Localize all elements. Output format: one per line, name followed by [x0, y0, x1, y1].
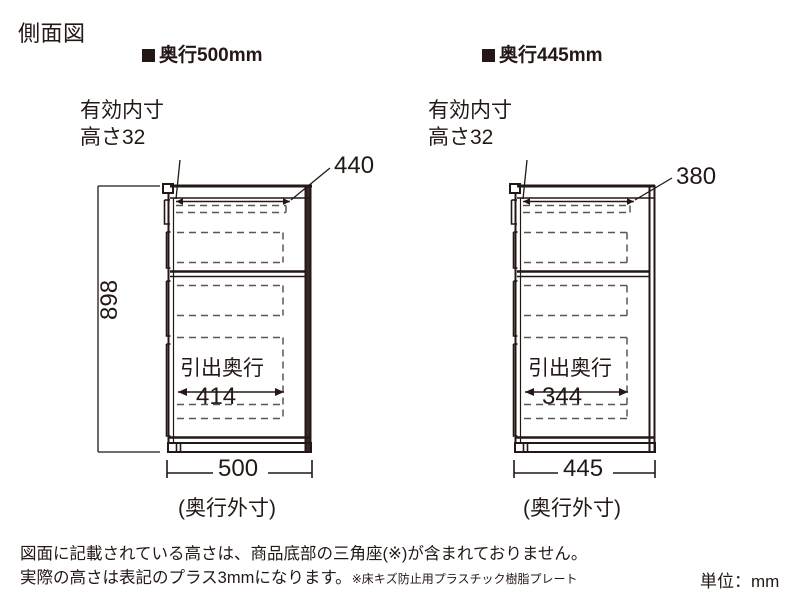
left-inner-label-line2: 高さ32 [80, 126, 146, 149]
right-drawer-depth-value: 344 [542, 383, 583, 410]
left-height-dimension [97, 185, 160, 453]
right-cabinet-hidden-drawers [523, 204, 631, 420]
bullet-square-icon [142, 49, 155, 62]
left-drawer-depth-arrow [178, 388, 284, 396]
right-h32-leader [522, 159, 528, 200]
right-inner-label-line2: 高さ32 [428, 126, 494, 149]
unit-label: 単位：mm [700, 572, 780, 591]
right-top-depth-arrow [523, 198, 634, 205]
right-cabinet-drawer-fronts [510, 199, 518, 437]
right-inner-dimension-label: 有効内寸 高さ32 [428, 97, 512, 151]
left-cabinet-drawer-fronts [163, 199, 171, 437]
left-outer-depth-value: 500 [218, 455, 259, 482]
right-top-inner-depth-label: 380 [676, 163, 717, 190]
note-line-2: 実際の高さは表記のプラス3mmになります。※床キズ防止用プラスチック樹脂プレート [20, 566, 578, 591]
right-outer-depth-caption: (奥行外寸) [523, 497, 621, 520]
left-heading-text: 奥行500mm [159, 45, 263, 66]
left-cabinet-hidden-drawers [176, 204, 287, 420]
left-drawer-depth-value: 414 [196, 383, 237, 410]
note-line-1: 図面に記載されている高さは、商品底部の三角座(※)が含まれておりません。 [20, 545, 588, 563]
left-outer-depth-caption: (奥行外寸) [178, 497, 276, 520]
right-outer-depth-value: 445 [563, 455, 604, 482]
right-section-heading: 奥行445mm [482, 40, 603, 67]
left-top-inner-depth-label: 440 [334, 152, 375, 179]
right-inner-label-line1: 有効内寸 [428, 99, 512, 122]
left-h32-leader [175, 159, 181, 200]
left-cabinet-body [162, 183, 312, 453]
left-drawer-depth-caption: 引出奥行 [180, 357, 264, 380]
note-line-2-main: 実際の高さは表記のプラス3mmになります。 [20, 569, 352, 587]
left-inner-dimension-label: 有効内寸 高さ32 [80, 97, 164, 151]
right-cabinet-body [509, 183, 656, 453]
left-inner-label-line1: 有効内寸 [80, 99, 164, 122]
right-drawer-depth-arrow [525, 388, 628, 396]
left-section-heading: 奥行500mm [142, 40, 263, 67]
right-cabinet-shelf-divider [517, 270, 649, 278]
page-title: 側面図 [18, 21, 86, 46]
right-outer-depth-dimension [513, 460, 656, 478]
right-heading-text: 奥行445mm [499, 45, 603, 66]
left-outer-depth-dimension [166, 460, 313, 478]
right-drawer-depth-caption: 引出奥行 [528, 357, 612, 380]
note-line-2-small: ※床キズ防止用プラスチック樹脂プレート [351, 572, 578, 586]
left-440-leader [290, 167, 331, 201]
right-380-leader [634, 177, 673, 201]
bullet-square-icon [482, 49, 495, 62]
left-cabinet-shelf-divider [170, 270, 305, 278]
left-top-depth-arrow [176, 198, 290, 205]
